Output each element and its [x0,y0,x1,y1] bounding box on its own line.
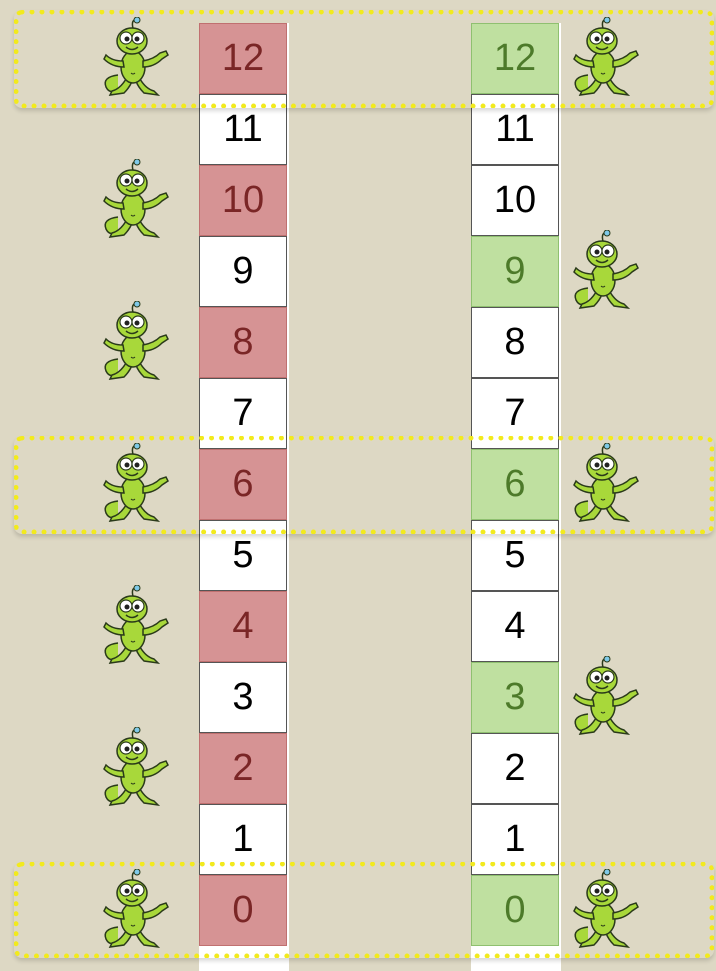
number-cell-10: 10 [471,165,559,236]
number-cell-8: 8 [471,307,559,378]
green-alien-icon [566,869,646,949]
green-alien-icon [566,656,646,736]
green-alien-icon [96,585,176,665]
number-cell-4: 4 [471,591,559,662]
number-cell-9: 9 [471,236,559,307]
number-cell-3: 3 [471,662,559,733]
number-cell-2: 2 [199,733,287,804]
green-alien-icon [96,159,176,239]
green-alien-icon [96,443,176,523]
number-cell-9: 9 [199,236,287,307]
green-alien-icon [96,727,176,807]
green-alien-icon [96,869,176,949]
green-alien-icon [566,230,646,310]
number-cell-4: 4 [199,591,287,662]
number-cell-2: 2 [471,733,559,804]
green-alien-icon [96,301,176,381]
green-alien-icon [96,17,176,97]
number-cell-3: 3 [199,662,287,733]
green-alien-icon [566,443,646,523]
green-alien-icon [566,17,646,97]
number-cell-10: 10 [199,165,287,236]
number-cell-8: 8 [199,307,287,378]
